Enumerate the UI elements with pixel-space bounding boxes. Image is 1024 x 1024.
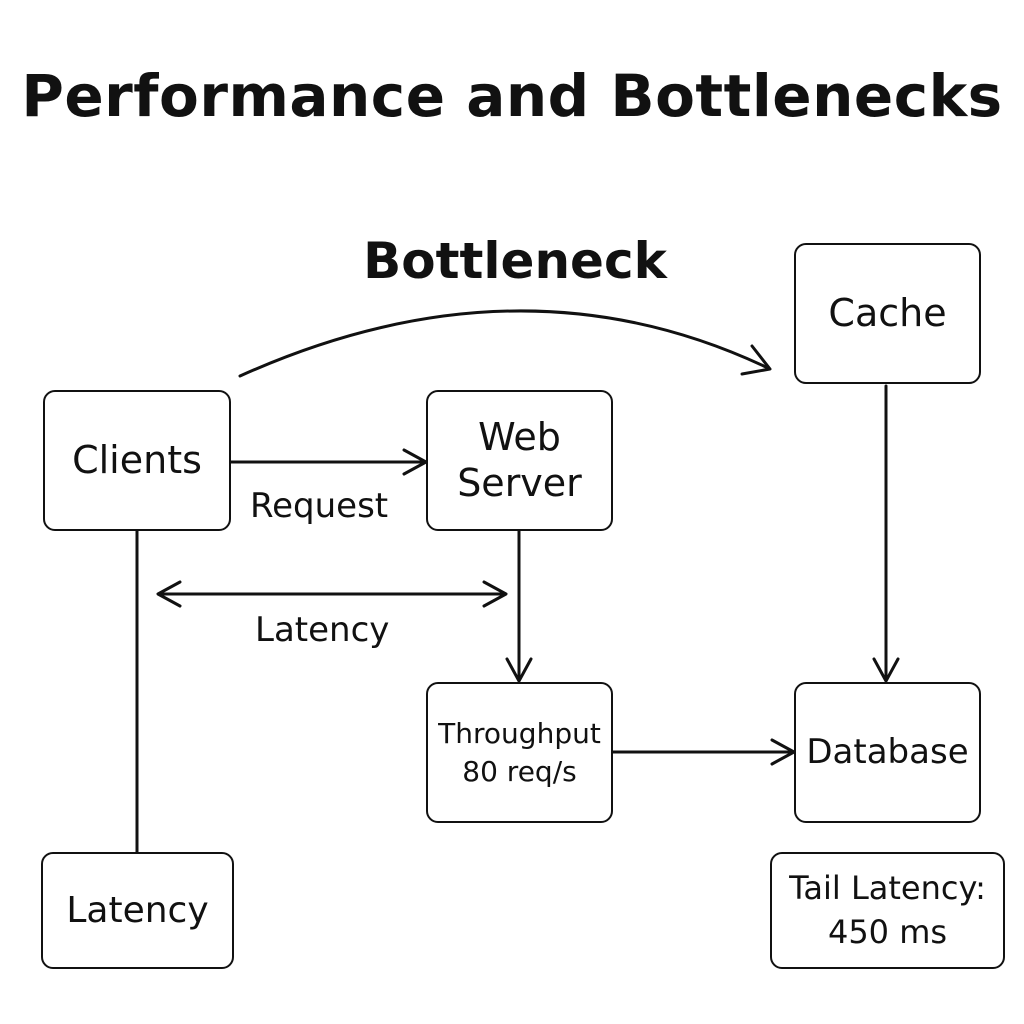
tail-latency-value: 450 ms bbox=[827, 912, 948, 951]
bottleneck-label: Bottleneck bbox=[363, 232, 667, 290]
cache-node: Cache bbox=[794, 243, 981, 384]
throughput-value: 80 req/s bbox=[462, 754, 577, 788]
tail-latency-node: Tail Latency: 450 ms bbox=[770, 852, 1005, 969]
diagram-title: Performance and Bottlenecks bbox=[21, 62, 1003, 130]
web-server-label-line1: Web bbox=[478, 414, 561, 459]
throughput-label-line1: Throughput bbox=[438, 716, 601, 750]
latency-edge-label: Latency bbox=[255, 610, 390, 650]
latency-node: Latency bbox=[41, 852, 234, 969]
database-node: Database bbox=[794, 682, 981, 823]
web-server-node: Web Server bbox=[426, 390, 613, 531]
cache-to-database-arrowhead bbox=[872, 657, 900, 683]
cache-label: Cache bbox=[828, 290, 947, 335]
clients-node: Clients bbox=[43, 390, 231, 531]
clients-label: Clients bbox=[72, 437, 202, 482]
bottleneck-curve-arrow bbox=[238, 309, 770, 378]
latency-arrowhead-right bbox=[482, 580, 508, 608]
database-label: Database bbox=[806, 732, 969, 773]
bottleneck-arrowhead bbox=[740, 344, 772, 376]
latency-arrowhead-left bbox=[156, 580, 182, 608]
request-edge-label: Request bbox=[250, 486, 389, 526]
web-server-label-line2: Server bbox=[457, 460, 582, 505]
tail-latency-label: Tail Latency: bbox=[789, 869, 986, 908]
server-to-throughput-arrowhead bbox=[505, 657, 533, 683]
latency-node-label: Latency bbox=[66, 889, 209, 931]
throughput-node: Throughput 80 req/s bbox=[426, 682, 613, 823]
